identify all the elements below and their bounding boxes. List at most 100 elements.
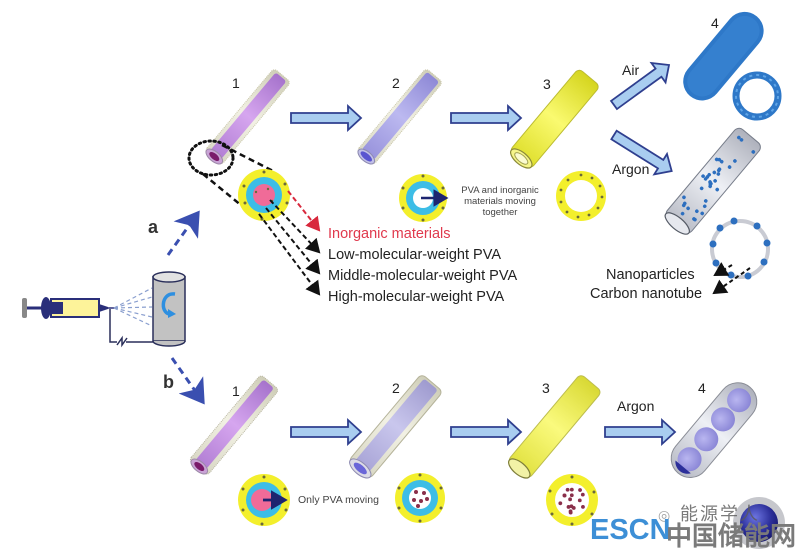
route-b-argon-label: Argon (617, 398, 655, 414)
argon-branch-arrow (610, 129, 673, 176)
step2-note-line: materials moving (464, 196, 536, 207)
electrospinning-apparatus (22, 271, 186, 348)
nanoparticle-dot (739, 138, 744, 142)
nanoparticle-dot (717, 157, 722, 162)
wechat-icon: ◎ (658, 508, 673, 524)
air-label: Air (622, 62, 640, 78)
route-b-step-2-cross-section (395, 473, 445, 523)
power-supply-circuit (109, 309, 154, 348)
nanoparticle-dot (699, 186, 704, 191)
route-a-step-label: 3 (543, 76, 551, 92)
nanoparticle-dot (712, 170, 717, 175)
nanoparticle-dot (700, 211, 705, 216)
route-a-step-label: 1 (232, 75, 240, 91)
nanoparticle-dot (682, 195, 686, 200)
route-a-step-2-cross-section (399, 174, 449, 222)
route-b-step-3-cross-section (546, 474, 598, 526)
particle-dot (577, 498, 582, 503)
nanoparticle-dot (702, 204, 707, 209)
route-b-step-label: 3 (542, 380, 550, 396)
route-a-step-4-argon-tube (664, 127, 761, 235)
legend-high-mw-pva: High-molecular-weight PVA (328, 289, 505, 305)
particle-dot (569, 487, 574, 492)
spray-jet-lines (113, 287, 153, 327)
particle-dot (558, 501, 563, 506)
product-label-pointers (712, 262, 751, 295)
nanoparticle-dot (713, 179, 717, 183)
step2-note: PVA and inorganic materials moving toget… (452, 185, 548, 218)
nanoparticle-dot (693, 217, 697, 222)
legend-low-mw-pva: Low-molecular-weight PVA (328, 247, 501, 263)
route-a-step-3-fiber (510, 69, 599, 169)
nanoparticle-dot (682, 201, 687, 206)
route-b-step-label: 4 (698, 380, 706, 396)
nanoparticle-dot (737, 135, 741, 140)
route-b-arrow (170, 357, 205, 405)
carbon-nanotube-label: Carbon nanotube (590, 286, 703, 302)
legend-inorganic-materials: Inorganic materials (328, 226, 451, 242)
route-b-step-4-tube (670, 382, 758, 478)
nanoparticle-dot (719, 159, 724, 164)
particle-dot (569, 493, 574, 498)
nanoparticle-dot (695, 209, 699, 213)
process-arrow (450, 417, 523, 447)
particle-dot (581, 504, 585, 509)
route-a-arrow (166, 210, 200, 256)
route-a-step-label: 2 (392, 75, 400, 91)
nanoparticle-dot (714, 157, 719, 162)
route-a-step-4-air-tube (683, 11, 764, 101)
air-branch-arrow (609, 61, 671, 111)
escn-watermark-cn: 中国储能网 (666, 522, 797, 552)
high-voltage-icon (116, 335, 128, 348)
nanoparticle-dot (727, 165, 732, 169)
route-b-step-1-cross-section (238, 474, 290, 526)
particle-dot (568, 497, 572, 502)
rotating-collector-icon (152, 271, 186, 347)
route-a-step-4-argon-cross-section (709, 217, 771, 280)
route-a-label: a (148, 217, 159, 237)
particle-dot (562, 493, 567, 498)
route-b-step-label: 1 (232, 383, 240, 399)
nanoparticle-dot (701, 174, 705, 178)
particle-dot (578, 488, 582, 492)
only-pva-moving-note: Only PVA moving (298, 494, 379, 506)
route-b-step-2-fiber (349, 375, 442, 479)
nanoparticle-dot (703, 199, 708, 203)
nanoparticle-dot (716, 172, 721, 176)
escn-watermark-latin: ESCN (590, 514, 671, 546)
syringe-icon (22, 297, 114, 319)
wechat-watermark: ◎ 能源学人 (658, 500, 760, 526)
nanoparticle-dot (708, 180, 712, 184)
process-arrow (290, 103, 363, 133)
process-arrow (450, 103, 523, 133)
particle-dot (580, 492, 585, 497)
route-b-step-3-fiber (508, 375, 601, 479)
wechat-watermark-text: 能源学人 (679, 504, 760, 525)
particle-dot (565, 487, 570, 492)
process-arrow (290, 417, 363, 447)
route-b-step-1-fiber (189, 375, 279, 475)
nanoparticle-dot (705, 175, 710, 179)
route-b-label: b (163, 372, 174, 392)
nanoparticle-dot (680, 211, 685, 216)
nanoparticle-dot (686, 206, 690, 211)
route-a-step-label: 4 (711, 15, 719, 31)
step2-note-line: PVA and inorganic (461, 185, 539, 196)
step2-note-line: together (482, 207, 518, 218)
route-b-step-4-cross-section (733, 497, 785, 549)
nanoparticle-dot (751, 150, 756, 154)
argon-label: Argon (612, 161, 650, 177)
nanoparticle-dot (717, 167, 722, 171)
particle-dot (568, 510, 573, 515)
particle-dot (571, 506, 576, 510)
legend-pointer-arrows (258, 190, 321, 296)
route-a-step-3-cross-section (556, 171, 606, 221)
route-a-step-4-air-cross-section (732, 71, 782, 121)
route-b-step-label: 2 (392, 380, 400, 396)
nanoparticle-dot (715, 187, 720, 192)
argon-process-arrow (604, 417, 677, 447)
particle-dot (566, 505, 571, 509)
legend-middle-mw-pva: Middle-molecular-weight PVA (328, 268, 518, 284)
nanoparticles-label: Nanoparticles (606, 267, 695, 283)
